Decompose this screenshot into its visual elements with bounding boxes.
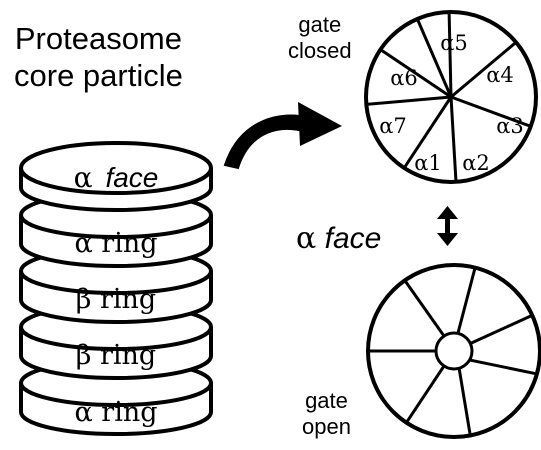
curved-arrow-icon [223, 102, 342, 170]
cylinder-face-label: α face [74, 161, 159, 194]
gate-open-ring [366, 263, 541, 439]
ring-label-4: α ring [74, 397, 157, 428]
subunit-label-a1: α1 [414, 151, 442, 175]
gate-closed-ring [364, 10, 538, 184]
subunit-label-a6: α6 [390, 66, 418, 90]
gate-closed-line-2: closed [288, 38, 352, 63]
subunit-label-a3: α3 [496, 114, 524, 138]
gate-open-line-1: gate [305, 388, 348, 413]
gate-open-label: gate open [302, 388, 351, 440]
subunit-labels: α1 α2 α3 α4 α5 α6 α7 [379, 31, 524, 175]
alpha-face-label: α face [296, 224, 381, 254]
cylinder-labels: α face α ring β ring β ring α ring [74, 161, 159, 428]
ring-label-1: α ring [74, 228, 157, 259]
subunit-label-a5: α5 [440, 31, 468, 55]
title-line-1: Proteasome [14, 21, 182, 56]
cylinder-face-alpha: α [74, 161, 93, 194]
gate-open-pore [434, 331, 474, 371]
cylinder-face-word: face [105, 162, 158, 193]
ring-label-2: β ring [76, 284, 156, 315]
alpha-face-label-word: face [324, 222, 382, 255]
ring-label-3: β ring [76, 340, 156, 371]
gate-open-line-2: open [302, 414, 351, 439]
gate-open-spokes [368, 267, 537, 436]
gate-closed-line-1: gate [298, 12, 342, 37]
diagram-title: Proteasome core particle [14, 20, 183, 94]
subunit-label-a2: α2 [462, 151, 490, 175]
subunit-label-a4: α4 [486, 63, 514, 87]
subunit-label-a7: α7 [379, 114, 407, 138]
gate-closed-spokes [364, 11, 532, 182]
title-line-2: core particle [14, 58, 183, 93]
proteasome-cylinder [19, 141, 213, 436]
alpha-face-label-symbol: α [296, 221, 317, 256]
disk-top-alpha-face [19, 141, 213, 195]
double-arrow-icon [437, 206, 458, 246]
gate-closed-label: gate closed [288, 12, 352, 64]
